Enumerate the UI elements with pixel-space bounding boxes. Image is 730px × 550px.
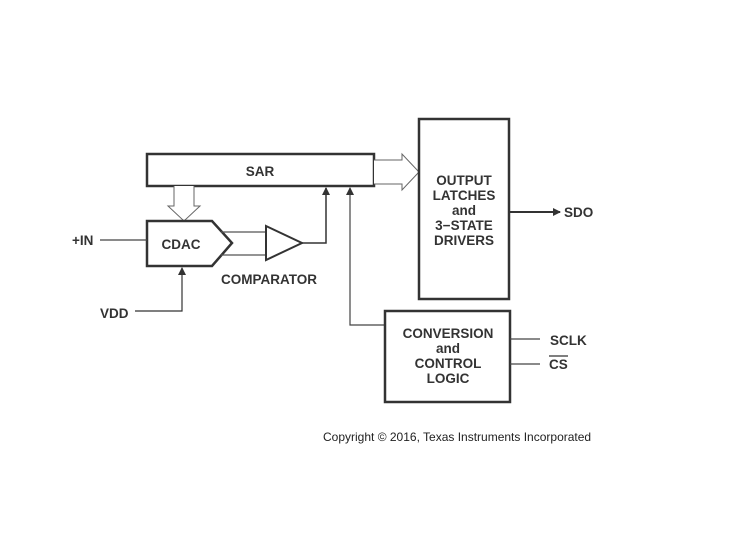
control-line-2: CONTROL (415, 356, 482, 371)
comparator-to-sar-line (302, 187, 330, 244)
copyright-text: Copyright © 2016, Texas Instruments Inco… (323, 430, 591, 444)
control-logic-block: CONVERSION and CONTROL LOGIC (383, 309, 512, 404)
control-line-1: and (436, 341, 460, 356)
sar-label: SAR (246, 164, 275, 179)
vdd-line (135, 267, 186, 312)
bus-arrow-sar-to-output (374, 152, 420, 192)
output-line-2: and (452, 203, 476, 218)
pin-sclk: SCLK (550, 333, 587, 348)
pin-in-plus: +IN (72, 233, 93, 248)
pin-cs: CS (549, 357, 568, 372)
cdac-block: CDAC (145, 219, 234, 268)
output-line-3: 3−STATE (435, 218, 493, 233)
pin-vdd: VDD (100, 306, 129, 321)
output-line-0: OUTPUT (436, 173, 492, 188)
sar-block: SAR (145, 152, 376, 188)
output-line-1: LATCHES (433, 188, 496, 203)
output-latches-block: OUTPUT LATCHES and 3−STATE DRIVERS (417, 117, 511, 301)
control-line-0: CONVERSION (403, 326, 494, 341)
cdac-label: CDAC (162, 237, 201, 252)
bus-arrow-sar-to-cdac (166, 186, 202, 222)
control-line-3: LOGIC (427, 371, 470, 386)
comparator-label: COMPARATOR (221, 272, 317, 287)
output-line-4: DRIVERS (434, 233, 494, 248)
comparator-symbol (265, 224, 305, 262)
control-to-sar-line (346, 187, 385, 326)
pin-sdo: SDO (564, 205, 593, 220)
